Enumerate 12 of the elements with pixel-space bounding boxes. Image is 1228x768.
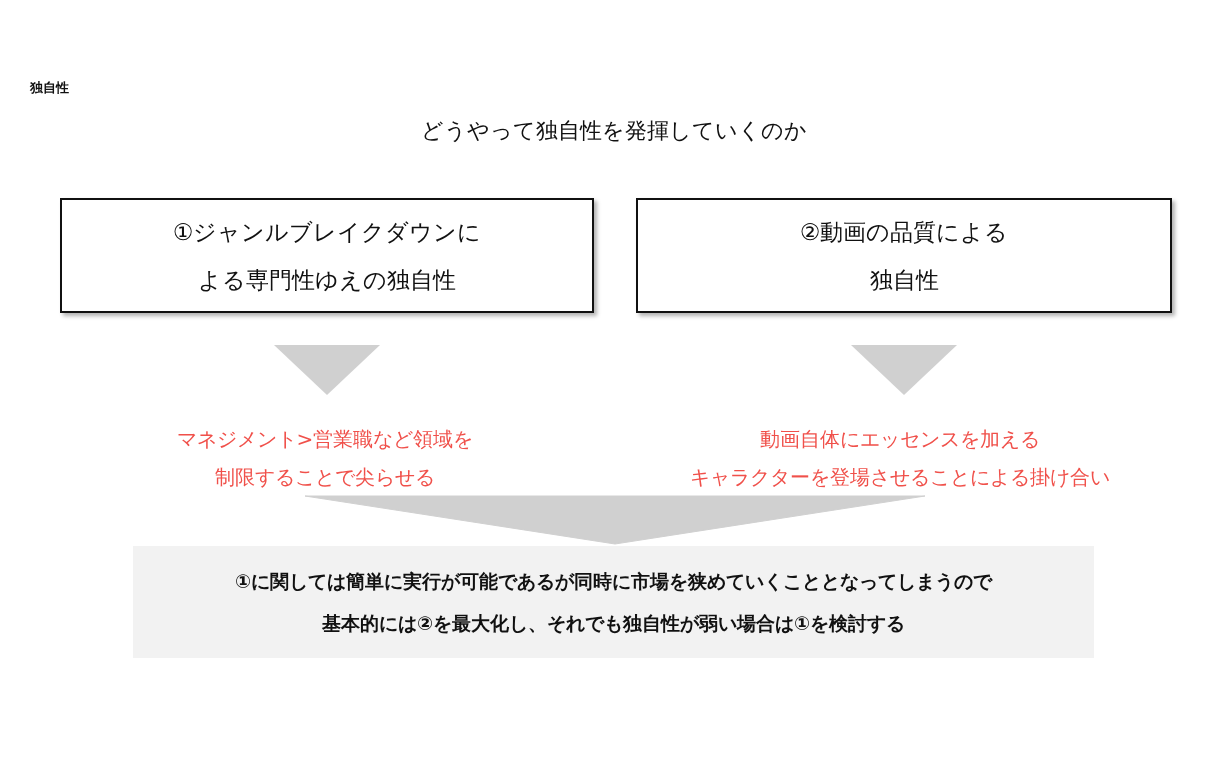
- node-text: ①に関しては簡単に実行が可能であるが同時に市場を狭めていくこととなってしまうので基本的には②を最大化し、それでも独自性が弱い場合は①を検討する: [233, 569, 994, 636]
- chevron-arrow: [274, 345, 380, 395]
- node-text: キャラクターを登場させることによる掛け合い: [690, 464, 1110, 491]
- node-text: 動画自体にエッセンスを加える: [760, 426, 1040, 453]
- chevron-arrow: [851, 345, 957, 395]
- page-label: 独自性: [30, 79, 69, 97]
- node-text: マネジメント>営業職など領域を制限することで尖らせる: [175, 426, 475, 491]
- node-text: ①ジャンルブレイクダウンによる専門性ゆえの独自性: [171, 217, 483, 295]
- node-text: ②動画の品質による独自性: [798, 217, 1010, 295]
- text-box: [60, 198, 594, 313]
- text-box: [636, 198, 1172, 313]
- title: どうやって独自性を発揮していくのか: [421, 117, 807, 145]
